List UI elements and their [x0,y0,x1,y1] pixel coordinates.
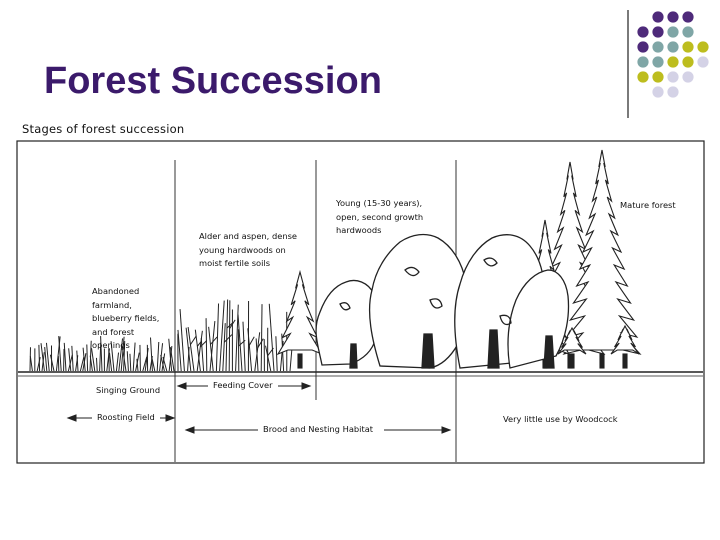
grass-blade [132,342,136,372]
shrub-stem [187,346,190,372]
shrub-branch [223,334,233,343]
grass-blade [38,344,41,372]
diagram-frame [16,140,705,464]
shrub-stem [225,299,229,372]
grass-blade [76,350,79,372]
grass-blade [45,342,50,372]
habitat-label-roosting-field: Roosting Field [94,412,158,422]
conifer [276,269,324,356]
shrub-stem [275,336,278,372]
grass-blade [82,347,86,372]
shrub-stem [205,318,208,372]
shrub-stem [187,327,195,372]
shrub-stem [247,328,253,372]
grass-blade [108,352,113,372]
shrub-stem [208,326,214,372]
shrub-branch [196,340,203,347]
stage-label-second-growth: Young (15-30 years), open, second growth… [336,198,424,235]
grass-blade [110,341,115,372]
shrub-stem [185,327,192,372]
shrub-stem [200,338,205,372]
shrub-illustration [177,299,299,372]
conifer [562,149,642,355]
hardwood-illustration [315,233,570,369]
shrub-stem [219,300,225,372]
shrub-stem [279,340,284,372]
shrub-stem [177,329,182,372]
grass-blade [36,357,41,372]
grass-blade [95,357,98,372]
conifer [557,326,587,355]
shrub-branch [248,336,255,346]
grass-blade [44,346,48,372]
shrub-stem [194,329,201,372]
shrub-stem [237,314,243,372]
shrub-stem [196,330,203,372]
grass-blade [68,348,72,372]
grass-blade [129,353,132,372]
habitat-label-little-use: Very little use by Woodcock [500,414,621,424]
grass-blade [63,342,67,372]
shrub-stem [260,304,263,372]
grass-blade [40,343,45,372]
grass-blade [100,336,103,372]
shrub-stem [255,338,259,372]
grass-blade [49,354,55,372]
shrub-stem [268,303,275,372]
figure-caption: Stages of forest succession [22,122,185,136]
slide-title: Forest Succession [44,60,382,102]
grass-blade [91,348,96,372]
stage-label-mature-forest: Mature forest [618,199,678,213]
grass-blade [150,337,153,372]
grass-blade [156,342,160,372]
grass-illustration [29,336,175,372]
shrub-branch [190,335,197,345]
grass-blade [149,355,153,372]
conifer [610,324,640,355]
grass-blade [169,347,175,372]
grass-blade [162,356,168,372]
habitat-label-singing-ground: Singing Ground [93,385,164,395]
grass-blade [144,347,149,372]
grass-blade [120,336,125,372]
shrub-stem [209,321,216,372]
shrub-stem [242,321,246,372]
grass-blade [151,358,156,372]
title-divider-rule [627,10,629,118]
shrub-stem [235,304,239,372]
stage-label-openings: Abandoned farmland, blueberry fields, an… [92,286,160,350]
grass-blade [136,358,139,372]
grass-blade [58,336,62,372]
grass-blade [115,352,120,372]
habitat-label-brood-nesting: Brood and Nesting Habitat [260,424,377,434]
shrub-stem [179,309,185,372]
shrub-stem [265,345,272,372]
habitat-arrows [66,382,452,434]
shrub-stem [228,300,231,372]
grass-blade [106,348,111,372]
grass-blade [71,345,74,372]
conifer-trunk [297,353,303,369]
grass-blade [161,353,166,372]
grass-blade [121,345,127,372]
grass-blade [29,356,33,372]
habitat-label-feeding-cover: Feeding Cover [210,380,276,390]
conifer-trunk [569,353,575,369]
shrub-stem [215,303,220,372]
conifer-trunk [599,353,605,369]
grass-blade [86,344,89,372]
shrub-branch [257,338,264,349]
grass-blade [126,351,129,372]
shrub-branch [210,336,218,345]
grass-blade [79,356,85,372]
grass-blade [168,338,173,372]
shrub-stem [222,323,226,372]
stage-label-young-hardwoods: Alder and aspen, dense young hardwoods o… [199,231,298,268]
grass-blade [89,355,93,372]
grass-blade [160,354,165,372]
grass-blade [118,338,124,372]
grass-blade [55,336,61,372]
conifer-trunk [622,353,628,369]
